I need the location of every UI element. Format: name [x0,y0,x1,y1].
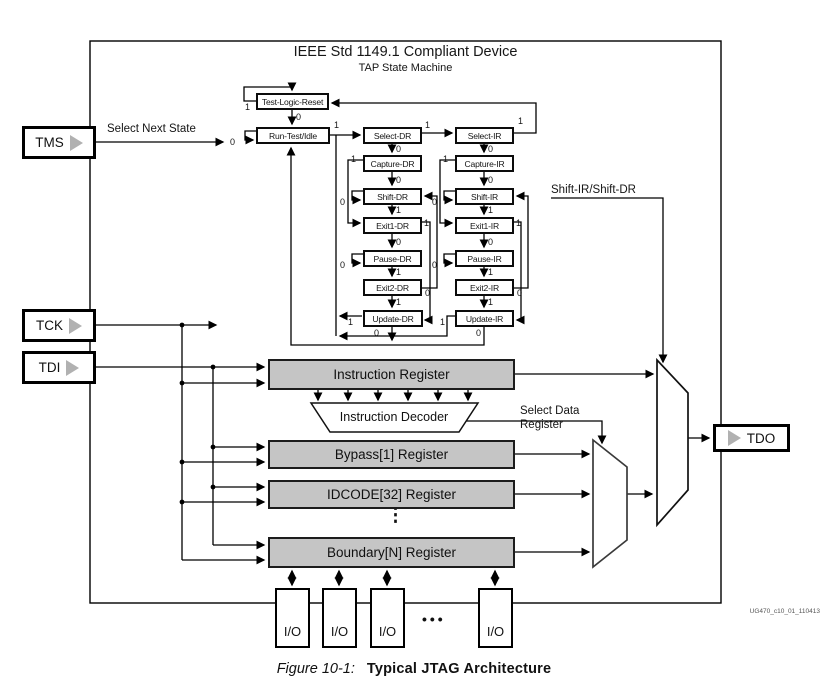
io-box: I/O [322,588,357,648]
transition-label: 1 [488,205,494,215]
registers-ellipsis: ⋮ [386,505,405,526]
junction-dot [210,364,216,370]
transition-label: 0 [488,175,494,185]
caption-number: Figure 10-1: [276,661,355,677]
document-watermark: UG470_c10_01_110413 [749,608,820,615]
transition-label: 0 [230,137,236,147]
transition-label: 0 [517,288,523,298]
transition-label: 0 [488,237,494,247]
state-box-exit2-dr: Exit2-DR [363,279,422,296]
tck-pin: TCK [22,309,96,342]
select-data-register-label-line1: Select Data [520,405,580,417]
state-box-cap-ir: Capture-IR [455,155,514,172]
transition-label: 1 [396,205,402,215]
transition-label: 0 [396,237,402,247]
transition-label: 0 [374,328,380,338]
transition-label: 0 [340,197,346,207]
transition-label: 1 [245,102,251,112]
transition-label: 1 [488,297,494,307]
state-box-tlr: Test-Logic-Reset [256,93,329,110]
state-box-exit1-ir: Exit1-IR [455,217,514,234]
buffer-triangle-icon [727,430,741,446]
transition-label: 0 [425,288,431,298]
transition-label: 1 [443,154,449,164]
tms-pin: TMS [22,126,96,159]
junction-dot [179,459,185,465]
buffer-triangle-icon [69,317,82,334]
transition-label: 1 [440,317,446,327]
instruction-decoder-label: Instruction Decoder [339,410,449,424]
state-box-upd-dr: Update-DR [363,310,423,327]
state-box-rti: Run-Test/Idle [256,127,330,144]
junction-dot [210,444,216,450]
transition-label: 0 [432,197,438,207]
state-box-shift-ir: Shift-IR [455,188,514,205]
state-box-exit1-dr: Exit1-DR [363,217,422,234]
tck-label: TCK [36,318,63,333]
io-box: I/O [478,588,513,648]
io-box: I/O [370,588,405,648]
transition-label: 1 [518,116,524,126]
select-data-register-label-line2: Register [520,419,563,431]
figure-caption: Figure 10-1: Typical JTAG Architecture [0,661,828,677]
buffer-triangle-icon [66,359,80,376]
state-box-cap-dr: Capture-DR [363,155,422,172]
state-box-pause-dr: Pause-DR [363,250,422,267]
state-box-exit2-ir: Exit2-IR [455,279,514,296]
transition-label: 0 [340,260,346,270]
transition-label: 1 [351,154,357,164]
transition-label: 1 [396,297,402,307]
tdi-pin: TDI [22,351,96,384]
register-boundary: Boundary[N] Register [268,537,515,568]
transition-label: 1 [424,218,430,228]
io-box: I/O [275,588,310,648]
transition-label: 1 [516,218,522,228]
tdo-label: TDO [746,430,776,446]
select-next-state-label: Select Next State [107,123,196,135]
register-idcode: IDCODE[32] Register [268,480,515,509]
tms-label: TMS [35,135,64,150]
transition-label: 1 [425,120,431,130]
junction-dot [210,484,216,490]
buffer-triangle-icon [69,134,83,151]
state-box-sel-ir: Select-IR [455,127,514,144]
figure-subtitle: TAP State Machine [358,62,453,74]
state-box-shift-dr: Shift-DR [363,188,422,205]
figure-title: IEEE Std 1149.1 Compliant Device [293,44,518,60]
caption-title: Typical JTAG Architecture [366,661,552,677]
junction-dot [179,499,185,505]
transition-label: 0 [396,144,402,154]
data-register-mux [592,438,628,569]
junction-dot [179,322,185,328]
io-ellipsis: ••• [422,611,446,627]
state-box-upd-ir: Update-IR [455,310,514,327]
transition-label: 0 [432,260,438,270]
transition-label: 0 [396,175,402,185]
transition-label: 1 [488,267,494,277]
transition-label: 0 [476,328,482,338]
register-bypass: Bypass[1] Register [268,440,515,469]
transition-label: 1 [396,267,402,277]
transition-label: 0 [488,144,494,154]
instruction-decoder-shape [309,402,480,433]
tdo-pin: TDO [713,424,790,452]
state-box-pause-ir: Pause-IR [455,250,514,267]
transition-label: 0 [296,112,302,122]
register-instruction: Instruction Register [268,359,515,390]
state-box-sel-dr: Select-DR [363,127,422,144]
junction-dot [179,380,185,386]
transition-label: 1 [348,317,354,327]
shift-ir-shift-dr-label: Shift-IR/Shift-DR [551,184,636,196]
tdi-label: TDI [38,360,61,375]
output-mux [656,357,689,528]
transition-label: 1 [334,120,340,130]
